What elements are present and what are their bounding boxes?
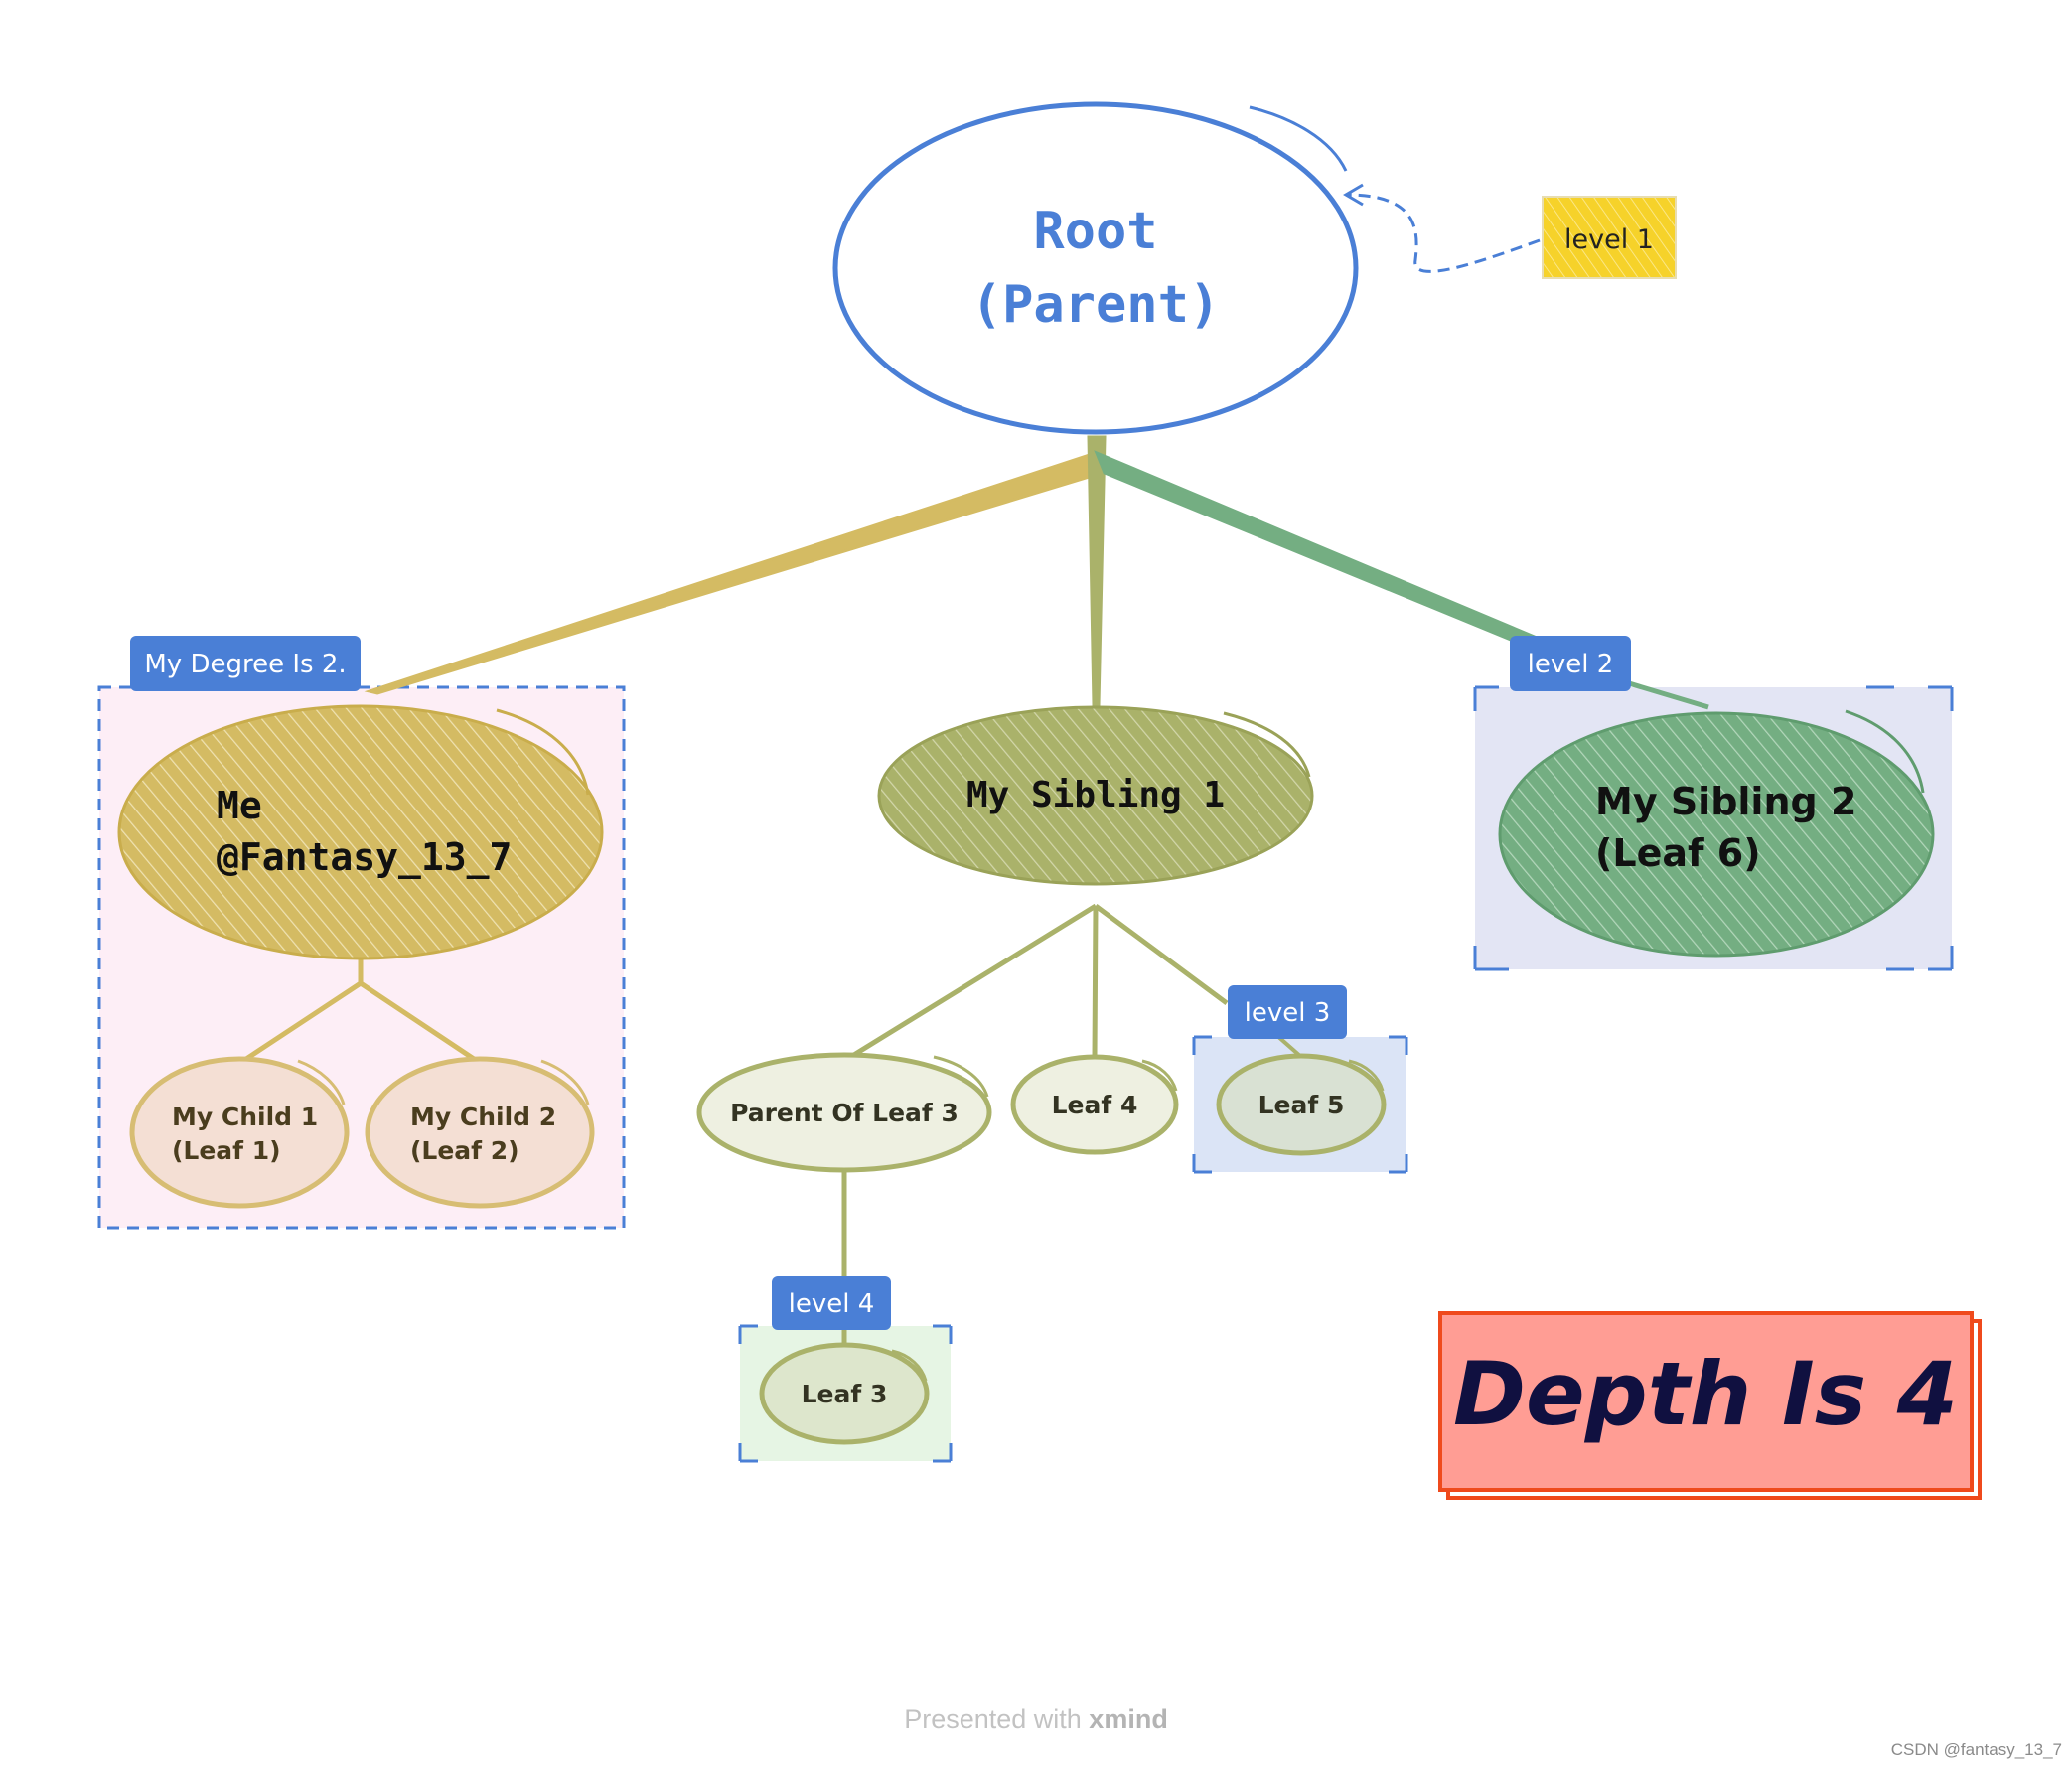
sibling-2-label-line1: My Sibling 2 (1595, 780, 1856, 823)
my-child-1-node[interactable]: My Child 1 (Leaf 1) (129, 1056, 350, 1209)
root-node[interactable]: Root (Parent) (832, 101, 1359, 435)
my-child-1-label-line2: (Leaf 1) (172, 1136, 281, 1165)
my-child-2-label-line1: My Child 2 (410, 1103, 556, 1131)
sibling-2-tag: level 2 (1510, 636, 1631, 691)
footer-prefix: Presented with (904, 1704, 1090, 1734)
sibling-2-tag-label: level 2 (1528, 650, 1614, 679)
watermark-credit: CSDN @fantasy_13_7 (1890, 1740, 2062, 1759)
parent-of-leaf-3-label: Parent Of Leaf 3 (730, 1099, 959, 1127)
depth-label: Depth Is 4 (1453, 1343, 1958, 1445)
depth-callout: Depth Is 4 (1438, 1311, 1982, 1500)
presented-with-footer: Presented with xmind (0, 1704, 2072, 1735)
my-child-2-label-line2: (Leaf 2) (410, 1136, 519, 1165)
my-child-2-node[interactable]: My Child 2 (Leaf 2) (365, 1056, 595, 1209)
me-degree-tag-label: My Degree Is 2. (144, 650, 346, 679)
sibling-2-node[interactable]: My Sibling 2 (Leaf 6) (1498, 709, 1935, 958)
parent-of-leaf-3-node[interactable]: Parent Of Leaf 3 (696, 1052, 992, 1173)
me-label-line1: Me (217, 784, 262, 827)
leaf-3-tag-label: level 4 (789, 1289, 875, 1319)
leaf-3-tag: level 4 (772, 1276, 891, 1330)
leaf-4-label: Leaf 4 (1052, 1091, 1138, 1119)
leaf-4-node[interactable]: Leaf 4 (1010, 1054, 1179, 1155)
me-label-line2: @Fantasy_13_7 (217, 835, 512, 879)
leaf-5-node[interactable]: Leaf 5 (1216, 1053, 1387, 1156)
root-label-line2: (Parent) (971, 275, 1220, 335)
sibling-1-node[interactable]: My Sibling 1 (877, 705, 1314, 886)
connectors (241, 183, 1709, 1353)
my-child-1-label-line1: My Child 1 (172, 1103, 318, 1131)
leaf-5-tag: level 3 (1228, 985, 1347, 1039)
leaf-3-node[interactable]: Leaf 3 (759, 1342, 930, 1445)
root-label-line1: Root (1033, 202, 1157, 261)
leaf-5-tag-label: level 3 (1245, 998, 1331, 1028)
sibling-1-label: My Sibling 1 (966, 775, 1225, 815)
sibling-2-label-line2: (Leaf 6) (1595, 831, 1761, 875)
leaf-3-label: Leaf 3 (802, 1380, 888, 1408)
footer-brand: xmind (1089, 1704, 1168, 1734)
me-degree-tag: My Degree Is 2. (130, 636, 361, 691)
me-node[interactable]: Me @Fantasy_13_7 (117, 704, 604, 960)
level1-note-label: level 1 (1564, 224, 1654, 255)
leaf-5-label: Leaf 5 (1258, 1091, 1345, 1119)
level1-note[interactable]: level 1 (1542, 196, 1677, 279)
